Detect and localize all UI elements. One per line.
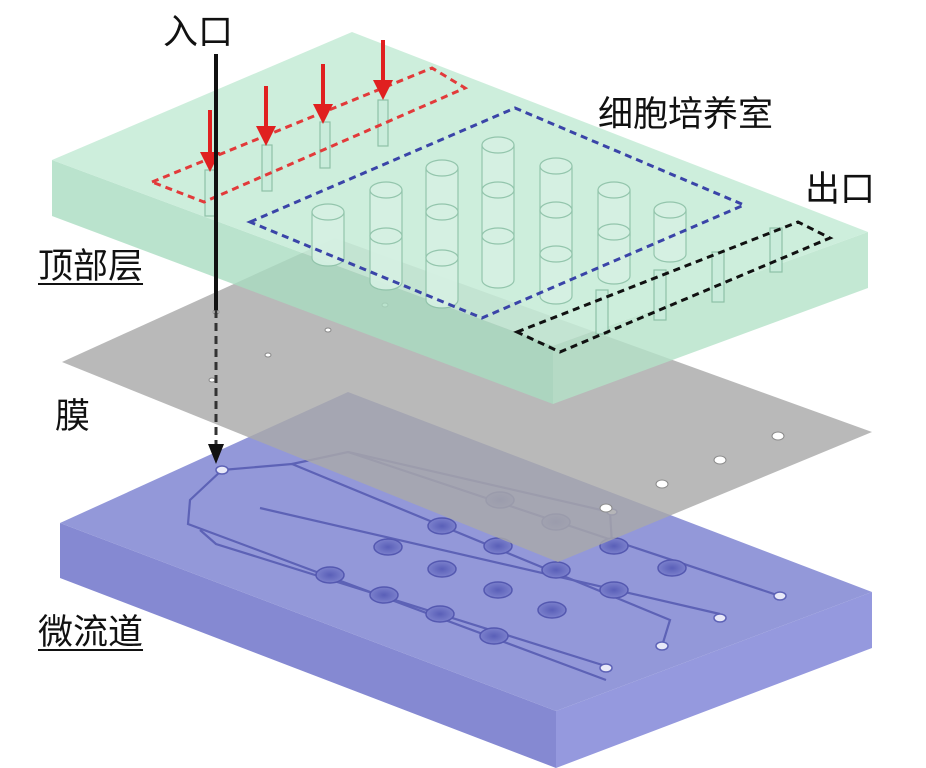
culture-wells-bottom bbox=[315, 491, 687, 645]
top-layer-label: 顶部层 bbox=[38, 247, 144, 287]
top-layer bbox=[52, 32, 868, 404]
membrane-label: 膜 bbox=[55, 397, 91, 437]
culture-chamber-outline bbox=[246, 106, 748, 320]
outlet-outline bbox=[513, 220, 834, 354]
microchannel-layer-front-face bbox=[60, 523, 556, 768]
top-layer-right-face bbox=[553, 232, 868, 404]
culture-pillars bbox=[311, 136, 687, 309]
inlet-flow-arrows bbox=[200, 40, 393, 172]
top-layer-front-face bbox=[52, 160, 553, 404]
top-layer-top-face bbox=[52, 32, 868, 346]
culture-chamber-label: 细胞培养室 bbox=[598, 95, 774, 135]
microchannel-label: 微流道 bbox=[38, 613, 144, 653]
outlet-label: 出口 bbox=[805, 170, 876, 210]
inlet-label: 入口 bbox=[163, 13, 234, 53]
main-flow-arrow bbox=[208, 54, 224, 464]
channel-path bbox=[221, 462, 672, 647]
channel-path bbox=[186, 469, 607, 682]
channel-path bbox=[259, 506, 721, 616]
microchannel-layer-right-face bbox=[556, 592, 872, 768]
microchannel-layer-top-face bbox=[60, 392, 872, 711]
channel-path bbox=[199, 529, 613, 670]
inlet-outline bbox=[147, 66, 469, 204]
microchannel-layer bbox=[60, 392, 872, 768]
membrane-surface bbox=[62, 238, 872, 562]
